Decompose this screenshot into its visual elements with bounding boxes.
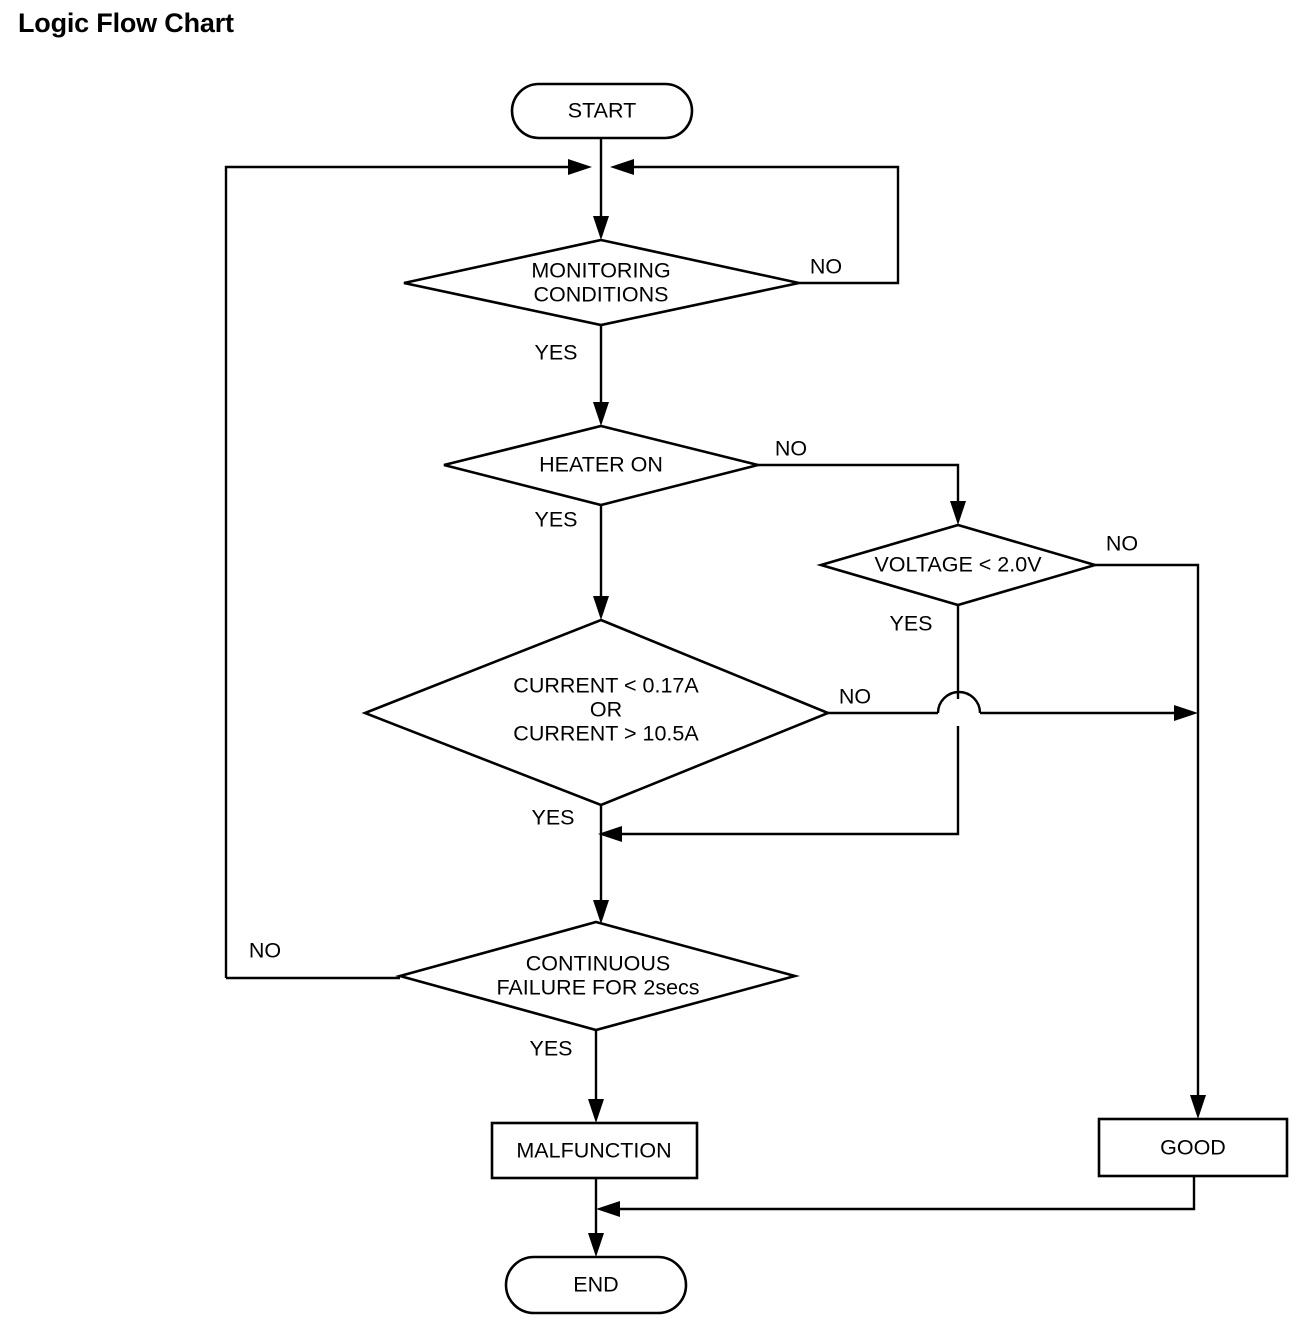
edge-label-current-yes: YES — [531, 806, 574, 830]
current-shape — [361, 618, 832, 807]
edge-current-yes — [593, 805, 609, 924]
continuous-shape — [395, 920, 800, 1032]
malfunction-shape — [490, 1121, 699, 1180]
malfunction-label: MALFUNCTION — [516, 1139, 671, 1163]
heater-shape — [443, 424, 759, 507]
heater-label: HEATER ON — [539, 453, 663, 477]
start-label: START — [568, 99, 637, 123]
current-label-line2: OR — [590, 698, 622, 722]
voltage-shape — [816, 523, 1100, 607]
node-end[interactable]: END — [504, 1255, 688, 1315]
edge-current-no — [828, 690, 1198, 721]
edge-label-voltage-no: NO — [1106, 532, 1138, 556]
good-label: GOOD — [1160, 1136, 1226, 1160]
good-shape — [1097, 1117, 1289, 1178]
edge-monitoring-yes — [593, 325, 609, 426]
continuous-label-line1: CONTINUOUS — [526, 952, 671, 976]
continuous-label-line2: FAILURE FOR 2secs — [496, 976, 699, 1000]
node-continuous-failure[interactable]: CONTINUOUS FAILURE FOR 2secs — [395, 920, 800, 1032]
edge-continuous-yes — [588, 1030, 604, 1123]
edge-voltage-yes — [598, 605, 960, 842]
node-heater-on[interactable]: HEATER ON — [443, 424, 759, 507]
node-good[interactable]: GOOD — [1097, 1117, 1289, 1178]
current-label-line3: CURRENT > 10.5A — [513, 722, 699, 746]
node-malfunction[interactable]: MALFUNCTION — [490, 1121, 699, 1180]
edge-label-voltage-yes: YES — [889, 612, 932, 636]
node-monitoring-conditions[interactable]: MONITORING CONDITIONS — [403, 238, 800, 327]
voltage-label: VOLTAGE < 2.0V — [874, 553, 1042, 577]
end-label: END — [573, 1273, 618, 1297]
edge-start-to-monitoring — [593, 138, 609, 240]
edge-label-heater-no: NO — [775, 437, 807, 461]
edge-heater-yes — [593, 505, 609, 620]
node-voltage[interactable]: VOLTAGE < 2.0V — [816, 523, 1100, 607]
node-current[interactable]: CURRENT < 0.17A OR CURRENT > 10.5A — [361, 618, 832, 807]
edge-label-current-no: NO — [839, 685, 871, 709]
page-title: Logic Flow Chart — [18, 8, 234, 38]
edge-heater-no — [758, 463, 966, 525]
edge-continuous-no-loopback — [224, 159, 592, 980]
edge-voltage-no — [1095, 563, 1206, 1119]
monitoring-shape — [403, 238, 800, 327]
edge-label-continuous-no: NO — [249, 939, 281, 963]
edge-label-monitoring-yes: YES — [534, 341, 577, 365]
edge-malfunction-to-end — [588, 1178, 604, 1257]
edge-label-continuous-yes: YES — [529, 1037, 572, 1061]
start-shape — [510, 82, 694, 140]
monitoring-label-line1: MONITORING — [531, 259, 670, 283]
edge-label-heater-yes: YES — [534, 508, 577, 532]
monitoring-label-line2: CONDITIONS — [534, 283, 669, 307]
end-shape — [504, 1255, 688, 1315]
edge-monitoring-no — [610, 159, 900, 285]
edge-good-to-end — [596, 1176, 1196, 1217]
current-label-line1: CURRENT < 0.17A — [513, 674, 699, 698]
node-start[interactable]: START — [510, 82, 694, 140]
edge-label-monitoring-no: NO — [810, 255, 842, 279]
